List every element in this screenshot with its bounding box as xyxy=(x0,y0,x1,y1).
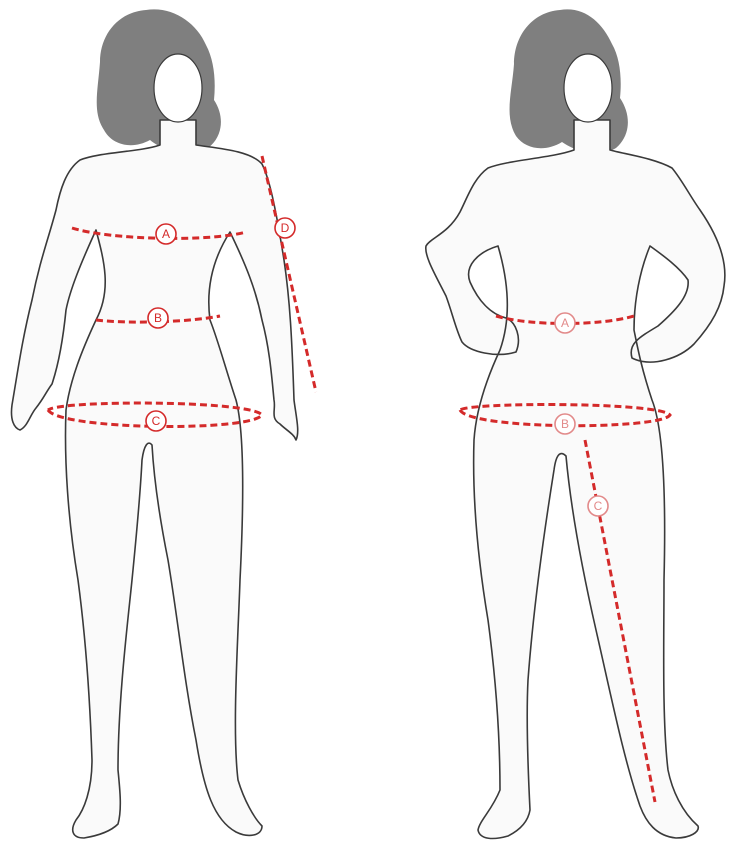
figure-right: A B C xyxy=(426,9,725,838)
marker-label: D xyxy=(281,221,290,235)
marker-label: A xyxy=(162,227,170,241)
marker-label: B xyxy=(154,311,162,325)
marker-label: B xyxy=(561,417,569,431)
face-right xyxy=(564,54,612,122)
body-left xyxy=(11,120,297,838)
marker-right-b: B xyxy=(555,414,575,434)
figure-left: A B C D xyxy=(11,9,316,838)
face-left xyxy=(154,54,202,122)
marker-left-c: C xyxy=(146,411,166,431)
marker-left-b: B xyxy=(148,308,168,328)
marker-right-a: A xyxy=(555,313,575,333)
marker-label: C xyxy=(594,499,603,513)
marker-label: C xyxy=(152,414,161,428)
marker-left-a: A xyxy=(156,224,176,244)
body-right xyxy=(426,120,725,838)
marker-label: A xyxy=(561,316,569,330)
marker-left-d: D xyxy=(275,218,295,238)
marker-right-c: C xyxy=(588,496,608,516)
